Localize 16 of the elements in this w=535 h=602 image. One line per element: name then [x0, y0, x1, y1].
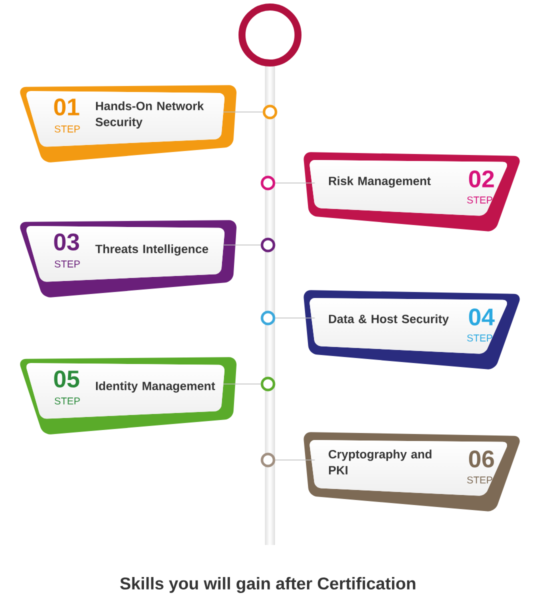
timeline-dot	[260, 452, 276, 468]
step-card: Risk Management 02 STEP	[304, 152, 520, 232]
step-card: 05 STEP Identity Management	[20, 357, 236, 434]
timeline-dot	[260, 238, 276, 252]
connector-line	[222, 244, 262, 246]
caption: Skills you will gain after Certification	[120, 577, 416, 593]
connector-line	[274, 182, 316, 184]
timeline-dot	[260, 176, 276, 190]
timeline-dot	[260, 376, 276, 392]
timeline-dot	[260, 310, 276, 326]
timeline-dot	[262, 104, 278, 120]
timeline-dot	[238, 4, 302, 66]
step-card: Cryptography and PKI 06 STEP	[304, 432, 520, 512]
step-card: 03 STEP Threats Intelligence	[20, 220, 236, 298]
step-card: Data & Host Security 04 STEP	[304, 290, 520, 370]
step-card: 01 STEP Hands-On Network Security	[20, 85, 236, 162]
